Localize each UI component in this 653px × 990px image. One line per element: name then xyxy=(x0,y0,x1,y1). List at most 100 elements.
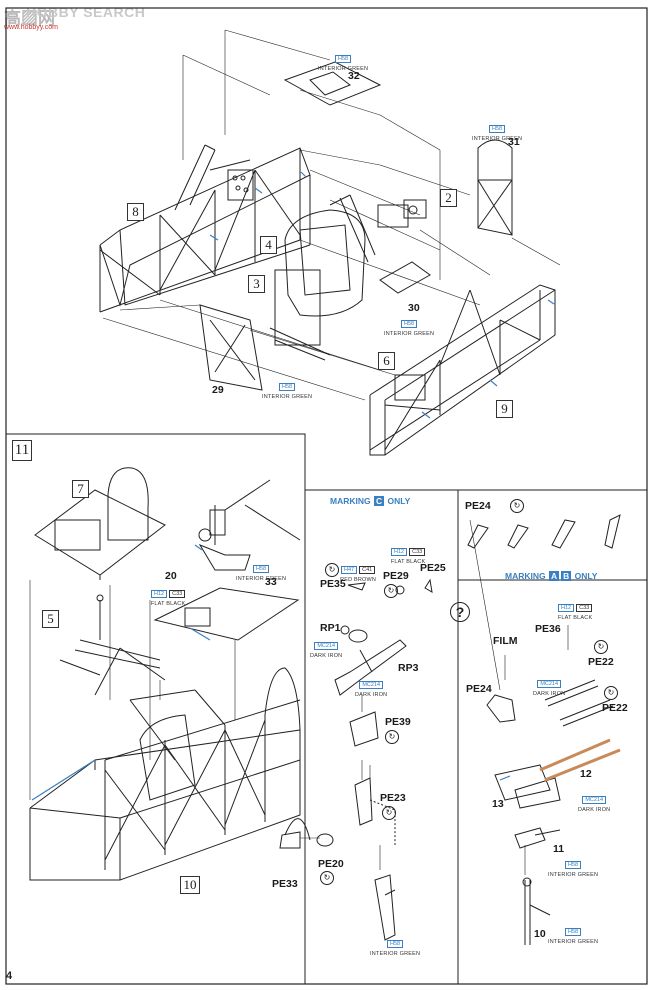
paint-name: INTERIOR GREEN xyxy=(318,66,369,72)
bend-arrow-icon: ↻ xyxy=(382,806,396,820)
paint-name: INTERIOR GREEN xyxy=(548,939,599,945)
lower-fuselage-assembly xyxy=(29,467,301,881)
step-box-3: 3 xyxy=(248,275,265,293)
gun-assembly-ab xyxy=(467,514,621,945)
part-rp1: RP1 xyxy=(320,622,341,634)
paint-name: FLAT BLACK xyxy=(150,601,186,607)
bend-arrow-icon: ↻ xyxy=(325,563,339,577)
paint-name: FLAT BLACK xyxy=(557,615,593,621)
bend-arrow-icon: ↻ xyxy=(594,640,608,654)
paint-callout-dark-iron: MC214 DARK IRON xyxy=(310,634,342,659)
step-box-10: 10 xyxy=(180,876,200,894)
part-29: 29 xyxy=(212,384,224,396)
marking-ab-box-a: A xyxy=(548,571,560,581)
step-box-9: 9 xyxy=(496,400,513,418)
paint-code-c33: C33 xyxy=(169,590,186,598)
paint-name: DARK IRON xyxy=(533,691,566,697)
paint-callout-dark-iron: MC214 DARK IRON xyxy=(578,788,610,813)
part-pe22-lower: PE22 xyxy=(602,702,628,714)
part-30: 30 xyxy=(408,302,420,314)
paint-code-h58: H58 xyxy=(253,565,270,573)
paint-code-h58: H58 xyxy=(565,861,582,869)
paint-code-h12: H12 xyxy=(391,548,408,556)
part-pe39: PE39 xyxy=(385,716,411,728)
part-pe29: PE29 xyxy=(383,570,409,582)
paint-callout-interior-green: H58 INTERIOR GREEN xyxy=(384,312,434,337)
part-rp3: RP3 xyxy=(398,662,419,674)
paint-name: INTERIOR GREEN xyxy=(472,136,523,142)
paint-code-mc214: MC214 xyxy=(582,796,607,804)
part-33: 33 xyxy=(265,576,277,588)
paint-code-h58: H58 xyxy=(279,383,296,391)
paint-callout-interior-green: H58 INTERIOR GREEN xyxy=(262,375,312,400)
paint-name: INTERIOR GREEN xyxy=(384,331,435,337)
paint-callout-interior-green: H58 INTERIOR GREEN xyxy=(548,920,598,945)
paint-code-h47: H47 xyxy=(341,566,358,574)
part-pe36: PE36 xyxy=(535,623,561,635)
paint-callout-interior-green: H58 INTERIOR GREEN xyxy=(236,557,286,582)
paint-code-h58: H58 xyxy=(387,940,404,948)
marking-ab-pre: MARKING xyxy=(505,571,546,581)
paint-name: INTERIOR GREEN xyxy=(236,576,287,582)
paint-code-h58: H58 xyxy=(489,125,506,133)
label-film: FILM xyxy=(493,635,518,647)
paint-code-h58: H58 xyxy=(565,928,582,936)
paint-callout-dark-iron: MC214 DARK IRON xyxy=(355,673,387,698)
bend-arrow-icon: ↻ xyxy=(604,686,618,700)
part-13: 13 xyxy=(492,798,504,810)
paint-callout-interior-green: H58 INTERIOR GREEN xyxy=(370,932,420,957)
question-icon: ? xyxy=(450,602,470,622)
paint-callout-interior-green: H58 INTERIOR GREEN xyxy=(318,47,368,72)
marking-c-pre: MARKING xyxy=(330,496,371,506)
paint-code-c41: C41 xyxy=(359,566,376,574)
step-box-8: 8 xyxy=(127,203,144,221)
paint-callout-dark-iron: MC214 DARK IRON xyxy=(533,672,565,697)
part-pe22-upper: PE22 xyxy=(588,656,614,668)
part-pe33: PE33 xyxy=(272,878,298,890)
bend-arrow-icon: ↻ xyxy=(510,499,524,513)
part-20: 20 xyxy=(165,570,177,582)
marking-c-banner: MARKING C ONLY xyxy=(330,496,410,506)
paint-name: INTERIOR GREEN xyxy=(548,872,599,878)
page-border xyxy=(5,7,648,985)
paint-name: DARK IRON xyxy=(578,807,611,813)
paint-name: INTERIOR GREEN xyxy=(262,394,313,400)
paint-code-h58: H58 xyxy=(335,55,352,63)
watermark-mark: 高▨网 xyxy=(4,9,55,28)
paint-name: DARK IRON xyxy=(310,653,343,659)
part-pe25: PE25 xyxy=(420,562,446,574)
paint-code-h12: H12 xyxy=(151,590,168,598)
part-11: 11 xyxy=(553,843,565,855)
bend-arrow-icon: ↻ xyxy=(320,871,334,885)
gun-assembly-c xyxy=(279,578,433,941)
marking-ab-post: ONLY xyxy=(574,571,598,581)
part-pe23: PE23 xyxy=(380,792,406,804)
marking-c-box: C xyxy=(373,496,385,506)
paint-code-h12: H12 xyxy=(558,604,575,612)
page-number: 4 xyxy=(6,970,13,982)
step-box-4: 4 xyxy=(260,236,277,254)
part-pe20: PE20 xyxy=(318,858,344,870)
upper-fuselage-frame xyxy=(99,61,556,456)
paint-name: INTERIOR GREEN xyxy=(370,951,421,957)
bend-arrow-icon: ↻ xyxy=(385,730,399,744)
paint-code-mc214: MC214 xyxy=(359,681,384,689)
step-box-6: 6 xyxy=(378,352,395,370)
paint-callout-interior-green: H58 INTERIOR GREEN xyxy=(472,117,522,142)
watermark-url: www.hobbyy.com xyxy=(4,24,58,31)
section-divider xyxy=(6,433,647,491)
paint-code-c33: C33 xyxy=(409,548,426,556)
step-box-2: 2 xyxy=(440,189,457,207)
part-pe35: PE35 xyxy=(320,578,346,590)
part-pe24: PE24 xyxy=(466,683,492,695)
step-box-11: 11 xyxy=(12,440,32,461)
part-31: 31 xyxy=(508,136,520,148)
step-box-5: 5 xyxy=(42,610,59,628)
bend-arrow-icon: ↻ xyxy=(384,584,398,598)
part-32: 32 xyxy=(348,70,360,82)
paint-name: DARK IRON xyxy=(355,692,388,698)
